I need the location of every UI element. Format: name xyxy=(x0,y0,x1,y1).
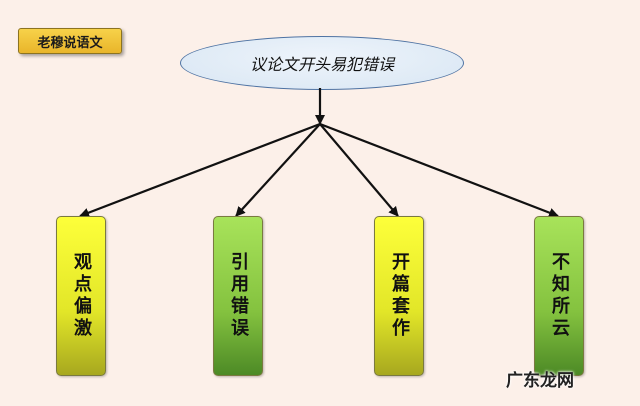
author-badge: 老穆说语文 xyxy=(18,28,122,54)
box-opinion-extreme: 观点偏激 xyxy=(56,216,106,376)
box-citation-error: 引用错误 xyxy=(213,216,263,376)
box-label: 不知所云 xyxy=(549,252,570,340)
arrow-to-box-4 xyxy=(319,122,559,218)
box-label: 引用错误 xyxy=(228,252,249,340)
arrow-to-box-2 xyxy=(235,123,321,217)
box-label: 观点偏激 xyxy=(71,252,92,340)
watermark: 广东龙网 xyxy=(506,371,574,391)
center-topic: 议论文开头易犯错误 xyxy=(180,36,464,90)
arrow-to-box-3 xyxy=(319,123,399,217)
box-template-opening: 开篇套作 xyxy=(374,216,424,376)
box-unclear: 不知所云 xyxy=(534,216,584,376)
arrow-to-box-1 xyxy=(79,122,321,218)
box-label: 开篇套作 xyxy=(389,252,410,340)
center-topic-text: 议论文开头易犯错误 xyxy=(249,55,394,74)
